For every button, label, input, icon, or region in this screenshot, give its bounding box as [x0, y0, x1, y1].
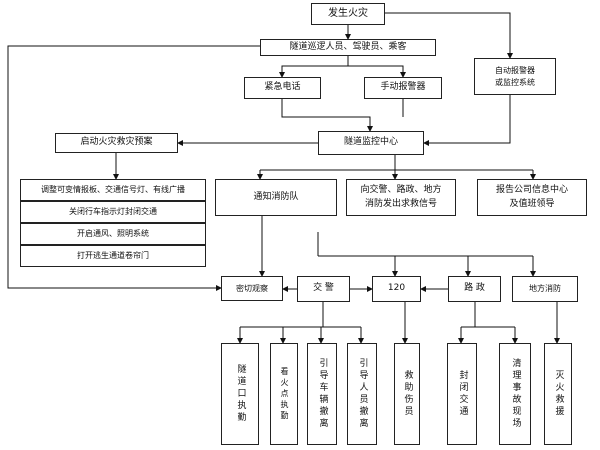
- node-action-2: 关闭行车指示灯封闭交通: [20, 201, 206, 223]
- node-close-watch: 密切观察: [221, 276, 283, 301]
- node-task-6: 封闭交通: [447, 343, 477, 445]
- edge-phone-center: [281, 99, 373, 132]
- node-road-admin: 路 政: [448, 276, 501, 302]
- edge-people-close-watch: [7, 45, 260, 291]
- node-action-3: 开启通风、照明系统: [20, 223, 206, 245]
- node-fire: 发生火灾: [311, 3, 385, 25]
- node-task-4: 引导人员撤离: [347, 343, 377, 445]
- node-task-7: 清理事故现场: [499, 343, 531, 445]
- edge-auto-center: [423, 95, 511, 146]
- node-task-2: 看火点执勤: [270, 343, 298, 445]
- node-task-5: 救助伤员: [394, 343, 420, 445]
- node-center: 隧道监控中心: [318, 131, 424, 155]
- node-plan: 启动火灾救灾预案: [55, 133, 178, 153]
- node-task-1: 隧道口执勤: [221, 343, 259, 445]
- node-traffic-police: 交 警: [297, 276, 350, 302]
- node-120: 120: [372, 276, 421, 302]
- node-task-8: 灭火救援: [544, 343, 572, 445]
- node-notify-fire: 通知消防队: [215, 179, 337, 216]
- edge-people-phone: [279, 56, 349, 78]
- node-report-company: 报告公司信息中心 及值班领导: [477, 179, 587, 216]
- node-manual-alarm: 手动报警器: [364, 77, 442, 99]
- node-action-4: 打开逃生通道卷帘门: [20, 245, 206, 267]
- node-action-1: 调整可变情报板、交通信号灯、有线广播: [20, 179, 206, 201]
- node-phone: 紧急电话: [244, 77, 321, 99]
- node-task-3: 引导车辆撤离: [307, 343, 337, 445]
- edge-people-manual: [348, 65, 406, 78]
- node-local-fire: 地方消防: [512, 276, 578, 302]
- node-police-request: 向交警、路政、地方 消防发出求救信号: [346, 179, 456, 216]
- node-people: 隧道巡逻人员、驾驶员、乘客: [260, 39, 436, 56]
- node-auto-alarm: 自动报警器 或监控系统: [474, 58, 556, 95]
- edge-fire-auto-alarm: [385, 12, 513, 59]
